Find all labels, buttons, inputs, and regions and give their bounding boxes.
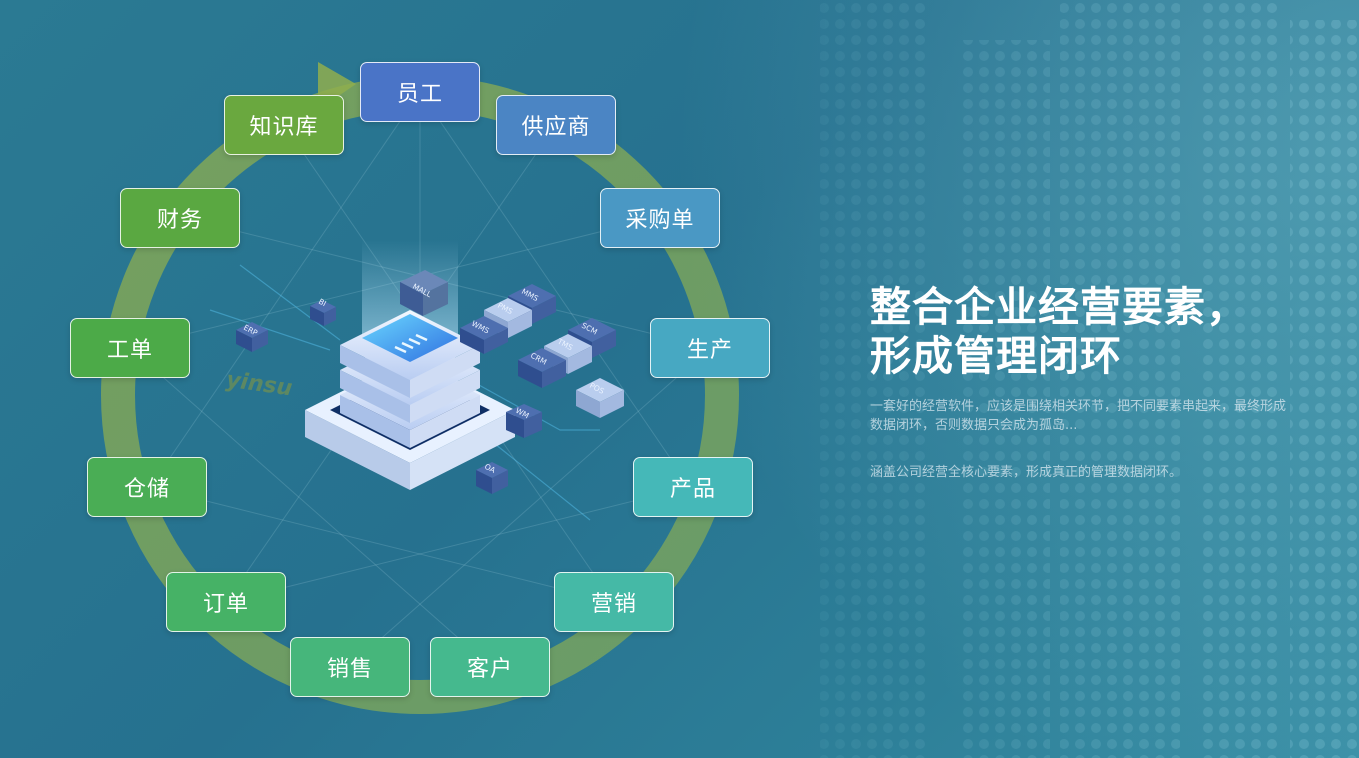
module-mall: [400, 270, 448, 316]
node-product: 产品: [633, 457, 753, 517]
module-oa: [476, 462, 508, 494]
module-crm: [518, 348, 566, 388]
module-pos: [576, 378, 624, 418]
node-customer: 客户: [430, 637, 550, 697]
node-marketing: 营销: [554, 572, 674, 632]
description-paragraph-1: 一套好的经营软件，应该是围绕相关环节，把不同要素串起来，最终形成数据闭环，否则数…: [870, 399, 1287, 433]
description-paragraph-2: 涵盖公司经营全核心要素，形成真正的管理数据闭环。: [870, 465, 1183, 480]
node-production: 生产: [650, 318, 770, 378]
headline: 整合企业经营要素， 形成管理闭环: [870, 283, 1330, 381]
node-supplier: 供应商: [496, 95, 616, 155]
node-purchase: 采购单: [600, 188, 720, 248]
module-label-bi: BI: [317, 297, 328, 308]
node-sales: 销售: [290, 637, 410, 697]
node-finance: 财务: [120, 188, 240, 248]
node-workorder: 工单: [70, 318, 190, 378]
server-stack: [305, 310, 515, 490]
headline-line1: 整合企业经营要素，: [870, 283, 1248, 331]
module-erp: [236, 322, 268, 352]
module-wms: [460, 316, 508, 354]
module-bi: [310, 300, 336, 326]
node-order: 订单: [166, 572, 286, 632]
node-staff: 员工: [360, 62, 480, 122]
headline-line2: 形成管理闭环: [870, 332, 1122, 380]
node-warehouse: 仓储: [87, 457, 207, 517]
node-knowledge: 知识库: [224, 95, 344, 155]
module-wm: [506, 404, 542, 438]
